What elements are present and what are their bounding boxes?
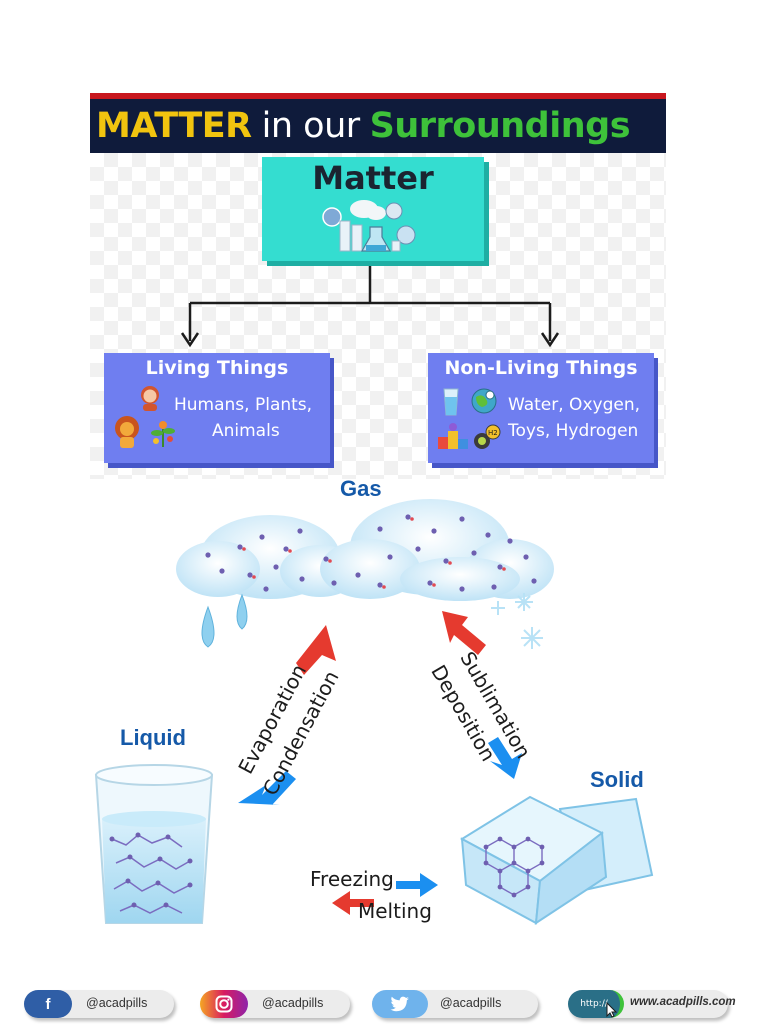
melting-label: Melting <box>358 899 432 923</box>
melting-arrow <box>332 891 374 915</box>
twitter-handle: @acadpills <box>440 996 502 1010</box>
svg-text:H2: H2 <box>488 429 498 437</box>
snowflakes <box>491 593 543 649</box>
freezing-arrow <box>396 873 438 897</box>
tree-connector <box>180 263 560 348</box>
title-banner: MATTER in our Surroundings <box>90 93 666 153</box>
states-cycle-illustration <box>94 499 654 925</box>
instagram-link[interactable]: @acadpills <box>200 990 350 1018</box>
social-footer: f @acadpills @acadpills @acadpills http:… <box>0 988 768 1024</box>
non-living-things-title: Non-Living Things <box>444 357 638 379</box>
twitter-link[interactable]: @acadpills <box>372 990 538 1018</box>
toys-icon <box>436 421 470 451</box>
facebook-link[interactable]: f @acadpills <box>24 990 174 1018</box>
raindrop-2 <box>236 593 248 630</box>
website-url: www.acadpills.com <box>630 996 736 1008</box>
states-of-matter-section: Gas Liquid Solid Evaporation Condensatio… <box>90 476 666 931</box>
earth-oxygen-icon <box>470 387 498 415</box>
title-part-in-our: in our <box>261 106 361 146</box>
condensation-arrow <box>238 771 296 805</box>
living-things-box: Living Things <box>104 353 330 463</box>
title-part-surroundings: Surroundings <box>369 106 631 146</box>
freezing-label: Freezing <box>310 867 394 891</box>
sublimation-arrow <box>442 611 486 655</box>
solid-ice-cubes <box>460 795 654 925</box>
twitter-icon <box>372 990 428 1018</box>
liquid-label: Liquid <box>120 725 186 750</box>
living-things-title: Living Things <box>145 357 289 379</box>
plant-icon <box>150 419 176 449</box>
website-prefix: http:// <box>580 999 608 1009</box>
instagram-icon <box>200 990 248 1018</box>
non-living-things-box: Non-Living Things <box>428 353 654 463</box>
gas-label: Gas <box>340 476 382 501</box>
liquid-glass <box>94 764 214 924</box>
non-living-things-examples-line1: Water, Oxygen, <box>508 395 640 415</box>
gas-cloud <box>176 499 554 601</box>
hydrogen-icon: H2 <box>472 421 502 451</box>
solid-label: Solid <box>590 767 644 792</box>
web-icon: http:// <box>568 990 624 1018</box>
evaporation-arrow <box>296 625 336 675</box>
instagram-handle: @acadpills <box>262 996 324 1010</box>
science-lab-icon <box>322 200 416 252</box>
infographic-card: MATTER in our Surroundings Matter <box>90 93 666 931</box>
living-things-examples-line2: Animals <box>212 421 280 441</box>
cursor-icon <box>606 1001 618 1018</box>
matter-title: Matter <box>312 159 434 197</box>
facebook-icon: f <box>24 990 72 1018</box>
matter-box: Matter <box>262 157 484 261</box>
living-things-examples-line1: Humans, Plants, <box>174 395 313 415</box>
raindrop-1 <box>201 605 215 648</box>
human-icon <box>138 385 162 411</box>
non-living-things-examples-line2: Toys, Hydrogen <box>508 421 639 441</box>
website-link[interactable]: http:// www.acadpills.com <box>568 990 736 1018</box>
deposition-arrow <box>488 737 522 779</box>
title-part-matter: MATTER <box>96 106 252 146</box>
lion-icon <box>112 415 142 449</box>
classification-section: Matter Living Things <box>90 153 666 479</box>
facebook-handle: @acadpills <box>86 996 148 1010</box>
water-glass-icon <box>442 387 460 417</box>
